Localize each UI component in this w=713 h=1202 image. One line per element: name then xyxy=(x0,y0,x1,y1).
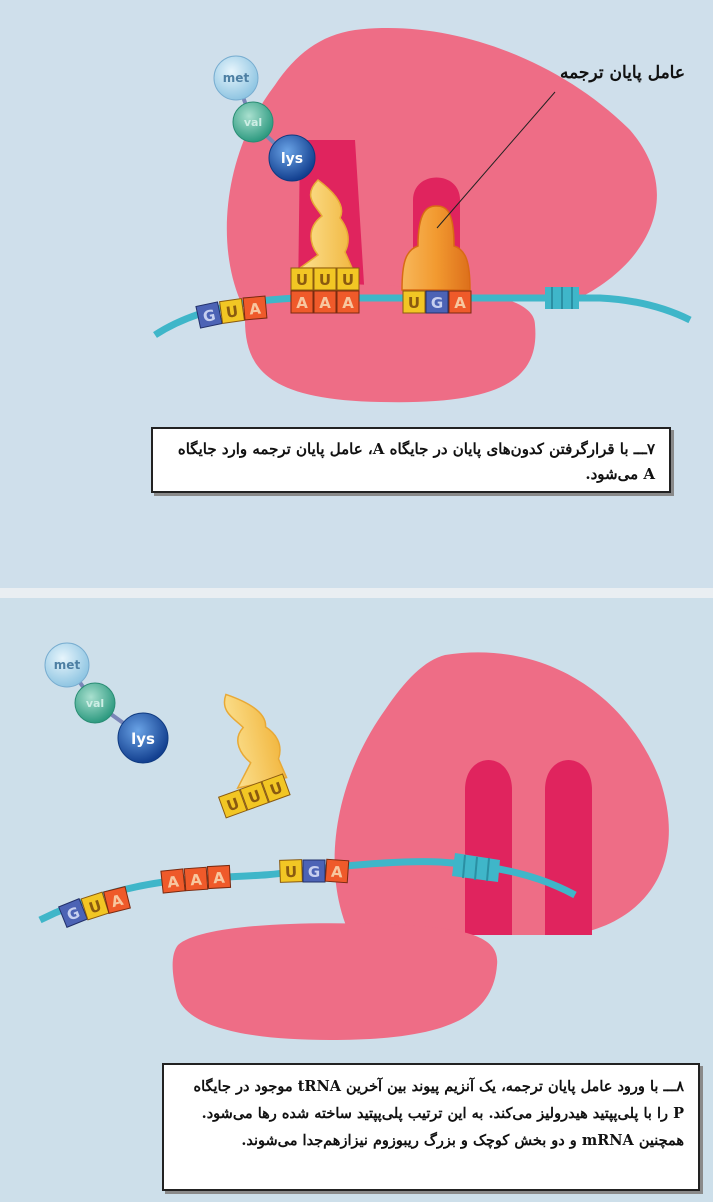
svg-text:G: G xyxy=(431,294,443,312)
trna-2 xyxy=(218,686,286,788)
svg-text:A: A xyxy=(296,294,308,312)
amino-acid-met-label: met xyxy=(223,71,250,85)
svg-text:A: A xyxy=(213,869,226,888)
svg-text:U: U xyxy=(342,271,354,289)
svg-text:A: A xyxy=(342,294,354,312)
svg-text:val: val xyxy=(86,697,104,710)
mrna-codon-gua-2: G U A xyxy=(59,887,131,928)
tunnel-left-2 xyxy=(465,760,512,935)
mrna-codon-aaa-2: A A A xyxy=(161,865,231,893)
amino-acid-val: val xyxy=(233,102,273,142)
svg-text:A: A xyxy=(249,299,263,318)
caption-step-7: ۷ـــ با قرارگرفتن کدون‌های پایان در جایگ… xyxy=(151,427,671,493)
release-factor-label: عامل پایان ترجمه xyxy=(505,63,685,83)
small-subunit-2 xyxy=(173,923,498,1040)
svg-text:lys: lys xyxy=(131,730,155,748)
svg-text:U: U xyxy=(408,294,420,312)
amino-acid-lys: lys xyxy=(269,135,315,181)
svg-text:A: A xyxy=(319,294,331,312)
svg-text:A: A xyxy=(166,872,180,891)
caption-step-8: ۸ـــ با ورود عامل پایان ترجمه، یک آنزیم … xyxy=(162,1063,700,1191)
svg-text:G: G xyxy=(308,863,320,881)
amino-acid-met-2: met xyxy=(45,643,89,687)
svg-text:U: U xyxy=(319,271,331,289)
amino-acid-lys-2: lys xyxy=(118,713,168,763)
svg-text:U: U xyxy=(225,302,240,322)
svg-text:A: A xyxy=(190,871,203,890)
svg-text:A: A xyxy=(454,294,466,312)
tunnel-right-2 xyxy=(545,760,592,935)
amino-acid-met: met xyxy=(214,56,258,100)
mrna-codon-aaa-1: A A A xyxy=(291,291,359,313)
mrna-codon-uga-1: U G A xyxy=(403,291,471,313)
svg-text:U: U xyxy=(296,271,308,289)
amino-acid-lys-label: lys xyxy=(281,151,303,167)
amino-acid-val-label: val xyxy=(244,116,262,129)
amino-acid-val-2: val xyxy=(75,683,115,723)
mrna-codon-uga-2: U G A xyxy=(280,859,349,882)
svg-text:met: met xyxy=(54,658,81,672)
mrna-ribbon-tail-1 xyxy=(545,287,579,309)
svg-text:A: A xyxy=(331,863,344,882)
svg-text:U: U xyxy=(285,863,298,881)
trna-anticodon-1: U U U xyxy=(291,268,359,290)
